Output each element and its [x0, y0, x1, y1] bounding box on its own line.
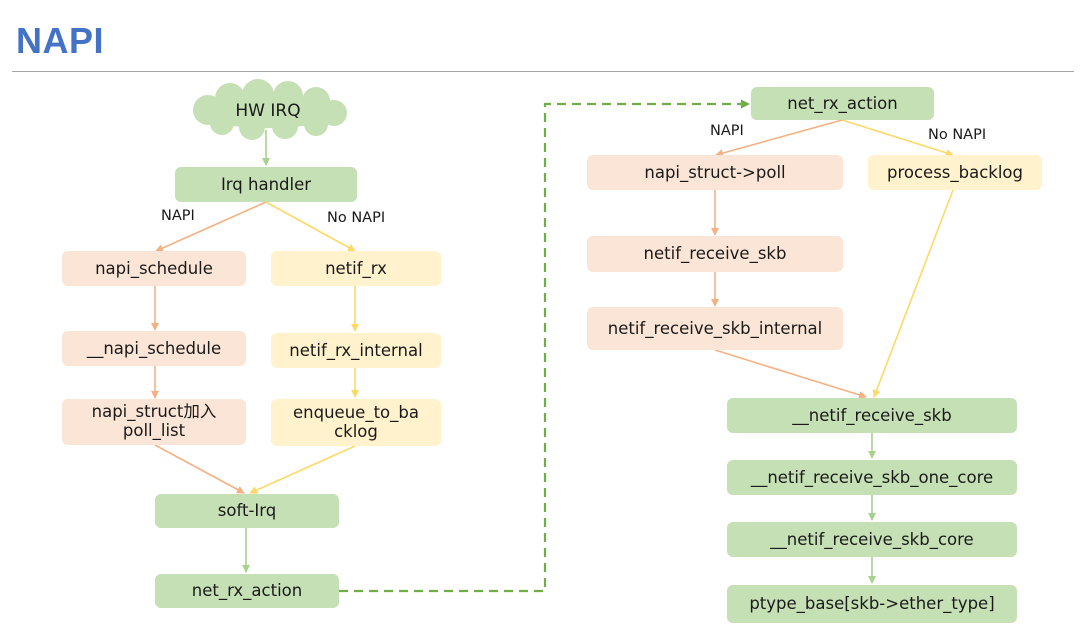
node-soft-irq: soft-Irq: [155, 494, 339, 528]
edge-enqueue-softirq: [249, 445, 356, 494]
edge-internal-netifreceiveskb2: [714, 349, 867, 399]
edge-irqhandler-napischedule: [155, 201, 267, 252]
node-napi-schedule: napi_schedule: [62, 251, 246, 286]
node-net-rx-action-left: net_rx_action: [155, 574, 339, 608]
edge-label-left-no-napi: No NAPI: [327, 210, 386, 226]
edge-irqhandler-netifrx: [265, 201, 356, 252]
edge-netrxaction-dashed: [339, 99, 750, 593]
node-netif-receive-skb-internal2: __netif_receive_skb: [727, 398, 1017, 433]
edge-processbacklog-netifreceiveskb2: [872, 189, 954, 398]
node-net-rx-action-right: net_rx_action: [751, 87, 934, 120]
node-process-backlog: process_backlog: [868, 155, 1042, 190]
edge-label-right-napi: NAPI: [710, 123, 744, 139]
node-irq-handler: Irq handler: [175, 167, 357, 202]
node-enqueue-to-backlog: enqueue_to_ba cklog: [271, 399, 441, 446]
node-netif-receive-skb-core: __netif_receive_skb_core: [727, 522, 1017, 557]
node-netif-receive-skb-one-core: __netif_receive_skb_one_core: [727, 460, 1017, 495]
title-divider: [12, 71, 1074, 72]
edge-napistruct-softirq: [154, 444, 245, 494]
edge-label-left-napi: NAPI: [161, 208, 195, 224]
edge-netrxaction-napipoll: [715, 119, 843, 157]
node-napi-struct-add-poll-list: napi_struct加入 poll_list: [62, 399, 246, 445]
node-napi-struct-poll: napi_struct->poll: [587, 155, 843, 190]
edge-label-right-no-napi: No NAPI: [928, 127, 987, 143]
node-ptype-base: ptype_base[skb->ether_type]: [727, 585, 1017, 623]
node-netif-receive-skb: netif_receive_skb: [587, 236, 843, 272]
page-title: NAPI: [16, 20, 105, 61]
node-hw-irq: HW IRQ: [235, 101, 301, 121]
node-netif-rx-internal: netif_rx_internal: [271, 333, 441, 368]
node-napi-schedule-internal: __napi_schedule: [62, 331, 246, 366]
node-netif-receive-skb-internal: netif_receive_skb_internal: [587, 307, 843, 350]
hw-irq-cloud-shape: [193, 79, 347, 140]
edge-netrxaction-processbacklog: [841, 119, 954, 157]
node-netif-rx: netif_rx: [271, 251, 441, 286]
